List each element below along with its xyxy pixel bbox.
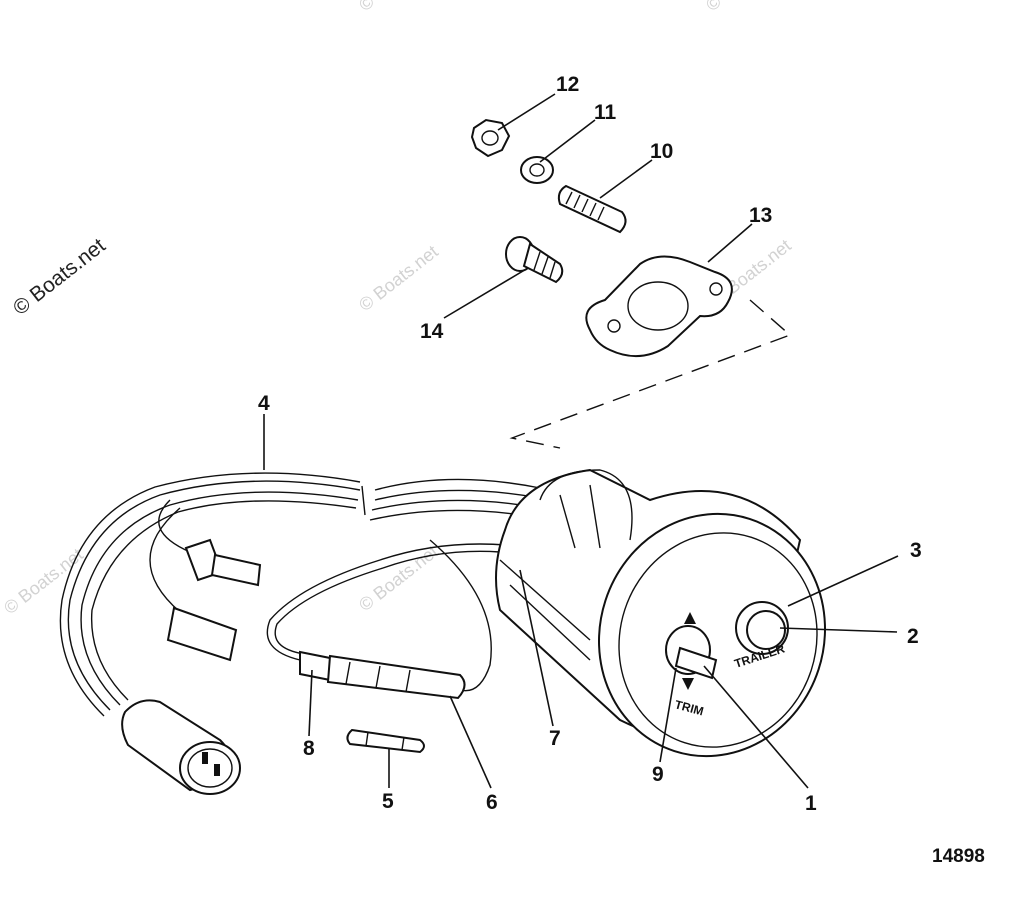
callout-3: 3 <box>910 539 922 562</box>
callout-7: 7 <box>549 727 561 750</box>
leader-11 <box>539 119 596 163</box>
part-13-gasket <box>585 255 733 357</box>
watermark-faint-3: © Boats.net <box>0 544 87 618</box>
watermark-faint-1: © Boats.net <box>355 241 442 315</box>
leader-7 <box>519 569 554 727</box>
watermark-main: © Boats.net <box>9 234 110 320</box>
leader-9 <box>659 667 677 763</box>
part-5-fuse <box>346 728 425 754</box>
assembly-dashed-line <box>509 299 792 449</box>
leader-12 <box>497 93 556 131</box>
callout-10: 10 <box>650 140 673 163</box>
callout-4: 4 <box>258 392 270 415</box>
watermark-faint-6: © Boats.net <box>355 0 442 15</box>
round-connector-plug <box>121 699 241 795</box>
callout-1: 1 <box>805 792 817 815</box>
leader-13 <box>707 223 753 263</box>
part-12-hex-nut <box>470 118 511 158</box>
trim-switch-housing: TRIM TRAILER <box>495 468 826 758</box>
part-14-screw <box>505 236 564 284</box>
callout-12: 12 <box>556 73 579 96</box>
leader-2 <box>779 627 898 633</box>
watermark-faint-7: © Boats.net <box>702 0 789 15</box>
leader-6 <box>449 695 492 789</box>
leader-lines <box>263 93 899 789</box>
leader-1 <box>703 665 809 789</box>
leader-10 <box>599 159 653 199</box>
callout-11: 11 <box>594 101 617 124</box>
callout-5: 5 <box>382 790 394 813</box>
callout-2: 2 <box>907 625 919 648</box>
callout-14: 14 <box>420 320 444 343</box>
callout-8: 8 <box>303 737 315 760</box>
callout-9: 9 <box>652 763 664 786</box>
leader-3 <box>787 555 899 607</box>
figure-number: 14898 <box>932 846 985 867</box>
bullet-connectors <box>166 538 262 662</box>
leader-14 <box>443 267 529 319</box>
callout-numbers: 12 11 10 13 14 4 3 2 1 9 7 8 6 5 <box>258 73 922 815</box>
part-11-washer <box>520 156 554 184</box>
callout-13: 13 <box>749 204 772 227</box>
callout-6: 6 <box>486 791 498 814</box>
part-6-fuse-holder <box>266 539 507 700</box>
watermark-faint-4: © Boats.net <box>355 541 442 615</box>
part-10-stud <box>557 184 627 234</box>
leader-8 <box>308 669 313 737</box>
